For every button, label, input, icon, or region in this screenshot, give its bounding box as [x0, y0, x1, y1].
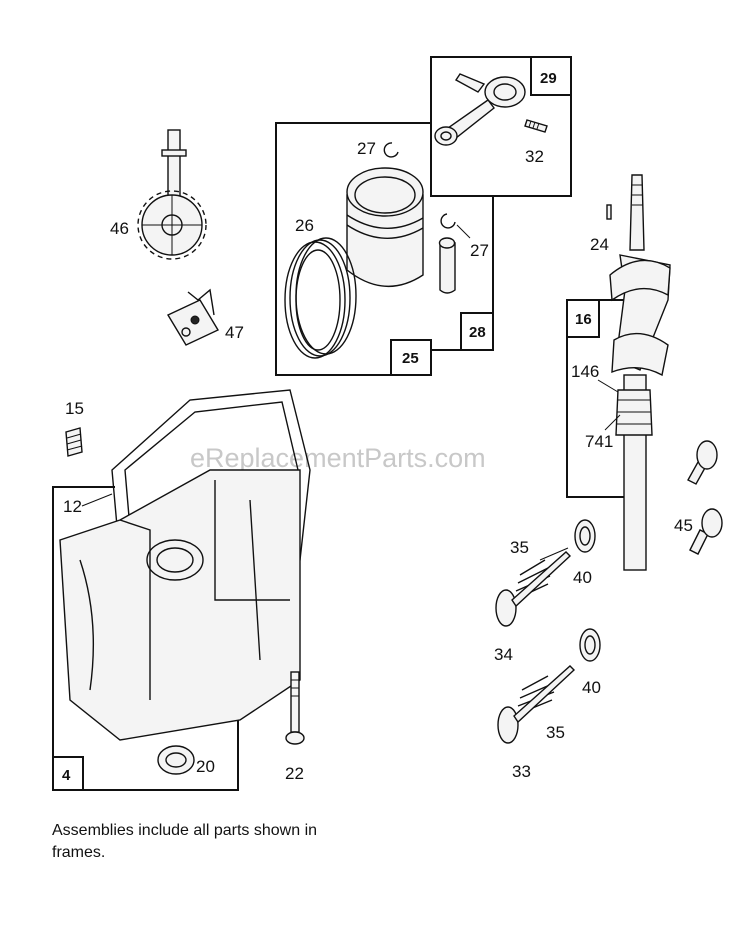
- label-24: 24: [590, 235, 609, 254]
- frame-29-number: 29: [540, 70, 557, 87]
- label-33: 33: [512, 762, 531, 781]
- label-146: 146: [571, 362, 599, 381]
- crankshaft: [609, 174, 671, 571]
- piston-rings: [284, 237, 357, 359]
- frame-29: 29: [430, 56, 572, 197]
- frame-25: 25: [275, 122, 432, 376]
- valve-tappet-lower: [689, 508, 723, 555]
- label-46: 46: [110, 219, 129, 238]
- label-40-lower: 40: [582, 678, 601, 697]
- label-22: 22: [285, 764, 304, 783]
- frame-25-number: 25: [402, 350, 419, 367]
- watermark: eReplacementParts.com: [190, 443, 486, 473]
- label-20: 20: [196, 757, 215, 776]
- frame-16-number: 16: [575, 311, 592, 328]
- retaining-ring-top: [383, 142, 399, 158]
- label-35-upper: 35: [510, 538, 529, 557]
- frame-28: 28: [431, 195, 494, 351]
- camshaft-gear: [137, 129, 207, 260]
- label-45: 45: [674, 516, 693, 535]
- governor-assembly: [167, 288, 219, 346]
- valve-retainer-upper: [574, 519, 596, 553]
- intake-valve: [495, 551, 572, 627]
- crankshaft-key: [606, 204, 612, 220]
- frame-28-number: 28: [469, 324, 486, 341]
- valve-tappet-upper: [687, 440, 718, 485]
- label-40-upper: 40: [573, 568, 592, 587]
- label-741: 741: [585, 432, 613, 451]
- label-32: 32: [525, 147, 544, 166]
- label-12: 12: [63, 497, 82, 516]
- connecting-rod: [434, 73, 526, 146]
- label-34: 34: [494, 645, 513, 664]
- label-27-pin: 27: [470, 241, 489, 260]
- label-47: 47: [225, 323, 244, 342]
- crankcase-bolt: [285, 671, 305, 745]
- valve-spring-upper: [515, 547, 569, 600]
- label-27-top: 27: [357, 139, 376, 158]
- valve-spring-lower: [517, 675, 555, 715]
- oil-seal: [157, 745, 195, 775]
- rod-bolt: [524, 119, 548, 133]
- frame-4-number: 4: [62, 767, 71, 784]
- label-35-lower: 35: [546, 723, 565, 742]
- retaining-ring-pin: [440, 213, 471, 239]
- exhaust-valve: [497, 665, 576, 744]
- valve-retainer-lower: [579, 628, 601, 662]
- piston: [346, 167, 424, 287]
- assembly-note: Assemblies include all parts shown in fr…: [52, 822, 318, 861]
- piston-pin: [438, 237, 456, 294]
- frame-4: 4: [52, 486, 239, 791]
- breather-cap: [65, 427, 83, 457]
- frame-16: 16: [566, 299, 625, 498]
- crankcase: [59, 469, 301, 741]
- label-15: 15: [65, 399, 84, 418]
- label-26: 26: [295, 216, 314, 235]
